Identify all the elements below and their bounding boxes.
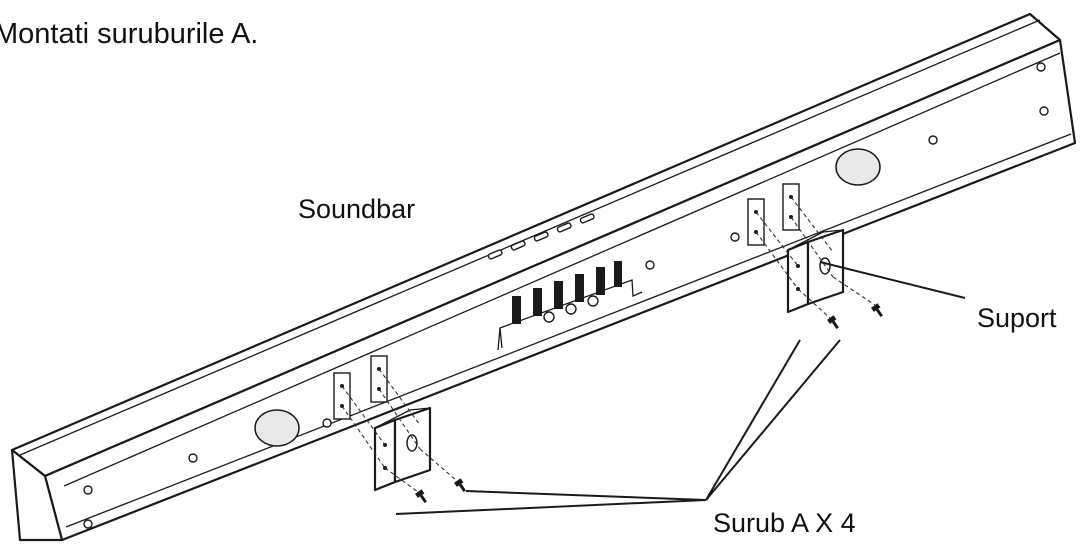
connector-panel — [497, 261, 643, 351]
soundbar-label: Soundbar — [298, 194, 416, 224]
leader-lines — [395, 261, 966, 515]
screws — [415, 303, 883, 504]
instruction-title: Montati suruburile A. — [0, 18, 259, 50]
mounting-holes — [83, 62, 1049, 529]
control-buttons — [487, 213, 595, 260]
assembly-guides — [341, 196, 876, 493]
speaker-ports — [254, 148, 881, 447]
soundbar-top-face — [10, 12, 1062, 478]
mounting-plates — [333, 183, 800, 420]
right-bracket — [786, 228, 845, 314]
screws-label: Surub A X 4 — [713, 508, 856, 538]
bracket-label: Suport — [977, 303, 1057, 333]
left-bracket — [373, 406, 432, 492]
soundbar-left-end — [10, 448, 64, 542]
